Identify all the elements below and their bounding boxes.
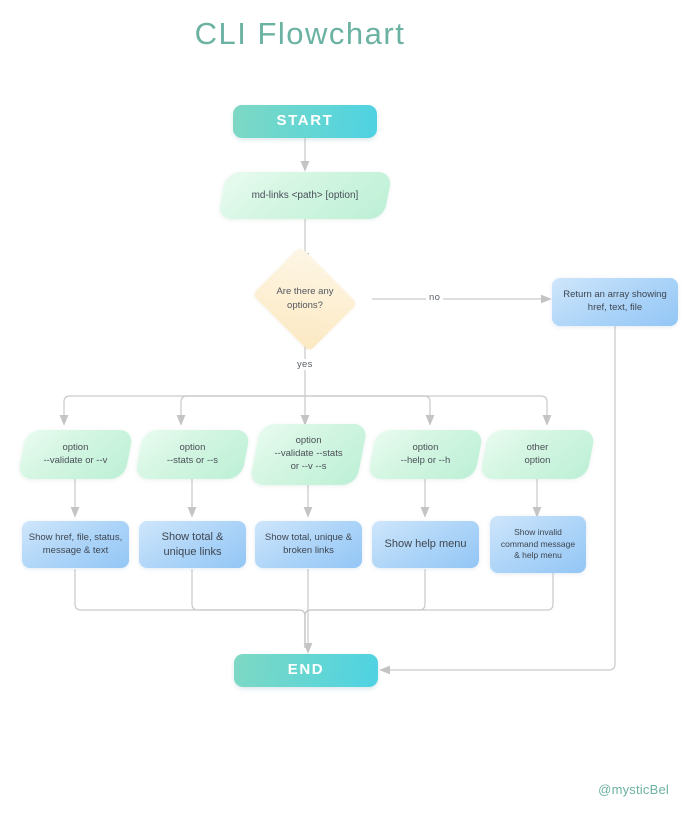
node-option-2-line1: option [179,441,206,453]
node-option-4-line2: --help or --h [400,454,451,466]
node-decision-text: Are there any options? [248,251,362,347]
node-result-4-line1: Show help menu [384,538,467,551]
node-result-2-line1: Show total & [161,530,224,543]
wire-bus-to-option-2 [176,395,305,426]
wire-bus-to-option-4 [305,395,435,426]
edge-label-no: no [426,292,444,303]
wire-result-2-to-end [191,569,306,648]
wire-result-5-to-end [304,569,554,648]
node-result-5-line3: & help menu [514,550,562,561]
node-start[interactable]: START [233,105,377,138]
wire-bus-to-option-1 [59,395,305,426]
node-result-5-line1: Show invalid [514,527,562,538]
node-result-2[interactable]: Show total & unique links [139,521,246,568]
node-option-3[interactable]: option --validate --stats or --v --s [249,424,368,485]
node-option-3-line3: or --v --s [290,460,327,472]
node-return-array-text: Return an array showing href, text, file [552,289,678,315]
node-start-label: START [276,112,334,130]
edge-label-yes: yes [294,359,316,370]
node-return-array-line2: href, text, file [587,302,643,313]
page-title: CLI Flowchart [194,16,406,51]
node-result-3-line1: Show total, unique & [264,531,353,543]
node-option-4[interactable]: option --help or --h [367,430,484,479]
node-return-array-line1: Return an array showing [563,289,667,301]
node-decision-line1: Are there any [276,285,334,297]
node-option-5[interactable]: other option [479,430,596,479]
node-return-array[interactable]: Return an array showing href, text, file [552,278,678,326]
author-signature: @mysticBel [598,782,669,797]
node-decision-line2: options? [287,300,323,311]
node-option-2-line2: --stats or --s [166,454,219,466]
node-result-3[interactable]: Show total, unique & broken links [255,521,362,568]
node-end[interactable]: END [234,654,378,687]
node-option-5-line2: option [524,454,551,466]
wire-return-to-end [379,326,616,675]
node-result-1-line1: Show href, file, status, [28,531,123,543]
node-result-1[interactable]: Show href, file, status, message & text [22,521,129,568]
node-option-1-line2: --validate or --v [43,454,108,466]
node-result-1-line2: message & text [42,544,109,556]
node-option-4-line1: option [412,441,439,453]
node-command-label: md-links <path> [option] [251,189,359,201]
node-command[interactable]: md-links <path> [option] [217,172,393,219]
node-result-5[interactable]: Show invalid command message & help menu [490,516,586,573]
node-option-2[interactable]: option --stats or --s [134,430,251,479]
node-option-3-line1: option [295,435,322,447]
node-option-5-line1: other [526,441,549,453]
node-option-3-line2: --validate --stats [274,448,343,460]
wire-result-1-to-end [74,569,306,648]
node-option-1-line1: option [62,441,89,453]
node-result-2-line2: unique links [163,545,222,558]
node-end-label: END [287,661,325,679]
node-result-3-line2: broken links [283,544,334,556]
node-option-1[interactable]: option --validate or --v [17,430,134,479]
node-result-5-line2: command message [500,538,576,549]
node-result-4[interactable]: Show help menu [372,521,479,568]
wire-result-4-to-end [304,569,426,648]
wire-bus-to-option-5 [305,395,552,426]
node-decision[interactable]: Are there any options? [248,246,362,352]
